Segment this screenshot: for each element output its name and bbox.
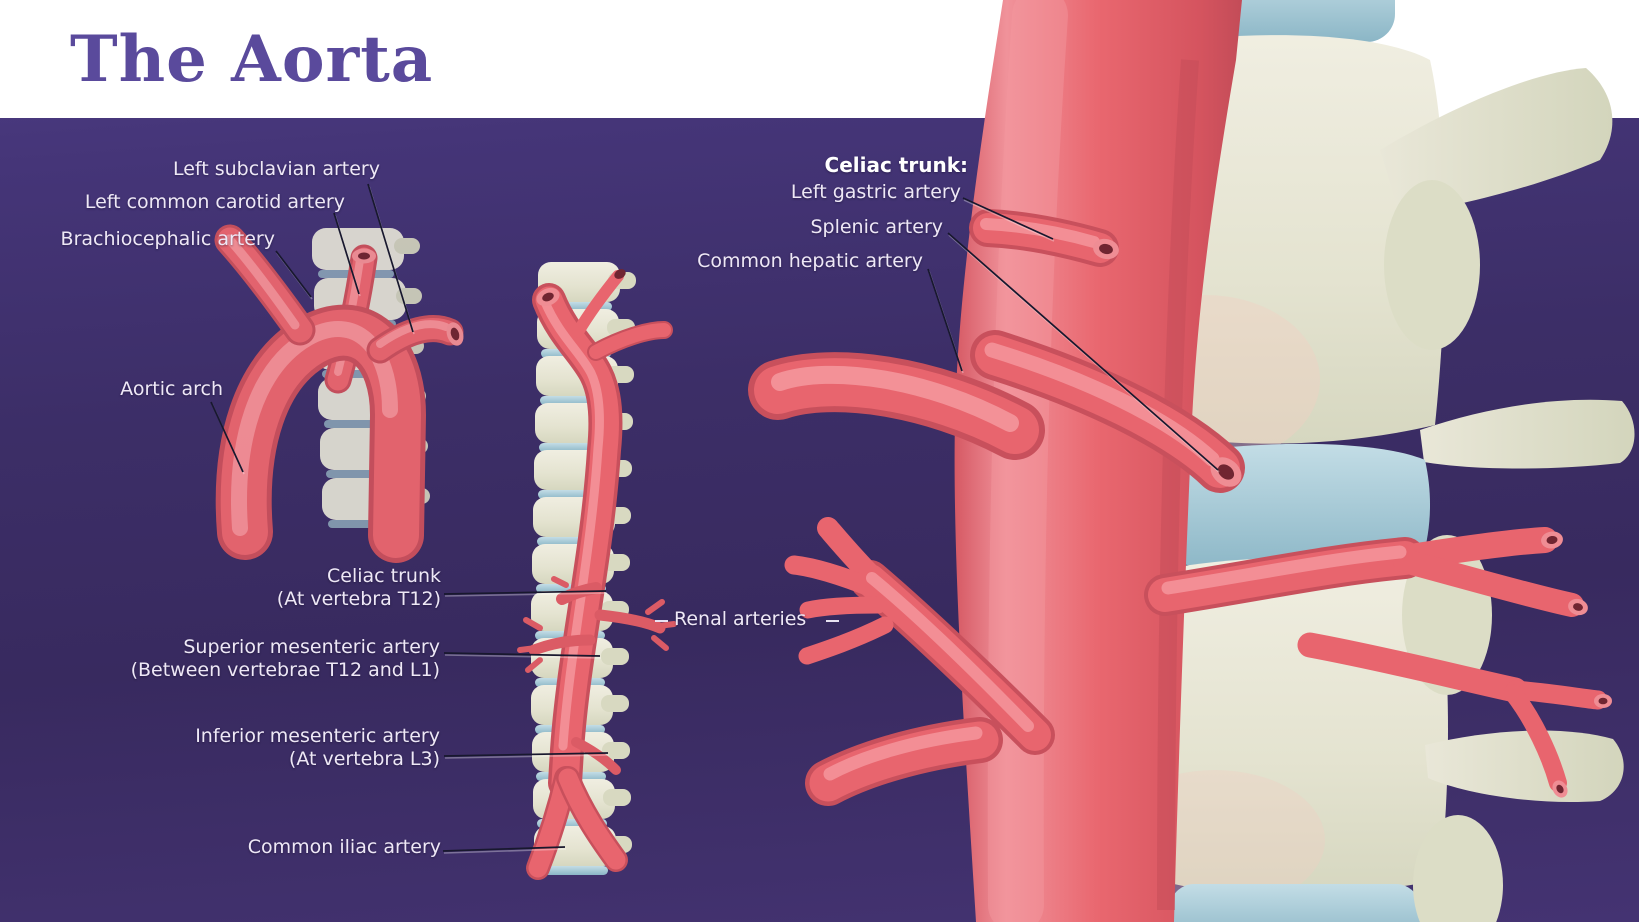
label-splenic-artery: Splenic artery <box>810 216 943 238</box>
label-common-iliac-artery: Common iliac artery <box>247 836 441 858</box>
label-superior-mesenteric-artery: Superior mesenteric artery (Between vert… <box>130 636 440 681</box>
label-inferior-mesenteric-artery: Inferior mesenteric artery (At vertebra … <box>195 725 440 770</box>
full-aorta-illustration <box>517 262 677 880</box>
label-common-hepatic-artery: Common hepatic artery <box>697 250 923 272</box>
leader-lines <box>210 183 1220 854</box>
page-title: The Aorta <box>70 22 434 97</box>
label-left-common-carotid-artery: Left common carotid artery <box>84 191 345 213</box>
aortic-arch-illustration <box>214 224 464 563</box>
label-left-gastric-artery: Left gastric artery <box>790 181 961 203</box>
label-aortic-arch: Aortic arch <box>120 378 223 400</box>
celiac-closeup-illustration <box>748 0 1635 922</box>
label-left-subclavian-artery: Left subclavian artery <box>172 158 380 180</box>
label-celiac-trunk: Celiac trunk (At vertebra T12) <box>276 565 441 610</box>
label-brachiocephalic-artery: Brachiocephalic artery <box>60 228 275 250</box>
label-celiac-trunk-heading: Celiac trunk: <box>824 153 968 177</box>
label-renal-arteries: Renal arteries <box>674 608 807 630</box>
